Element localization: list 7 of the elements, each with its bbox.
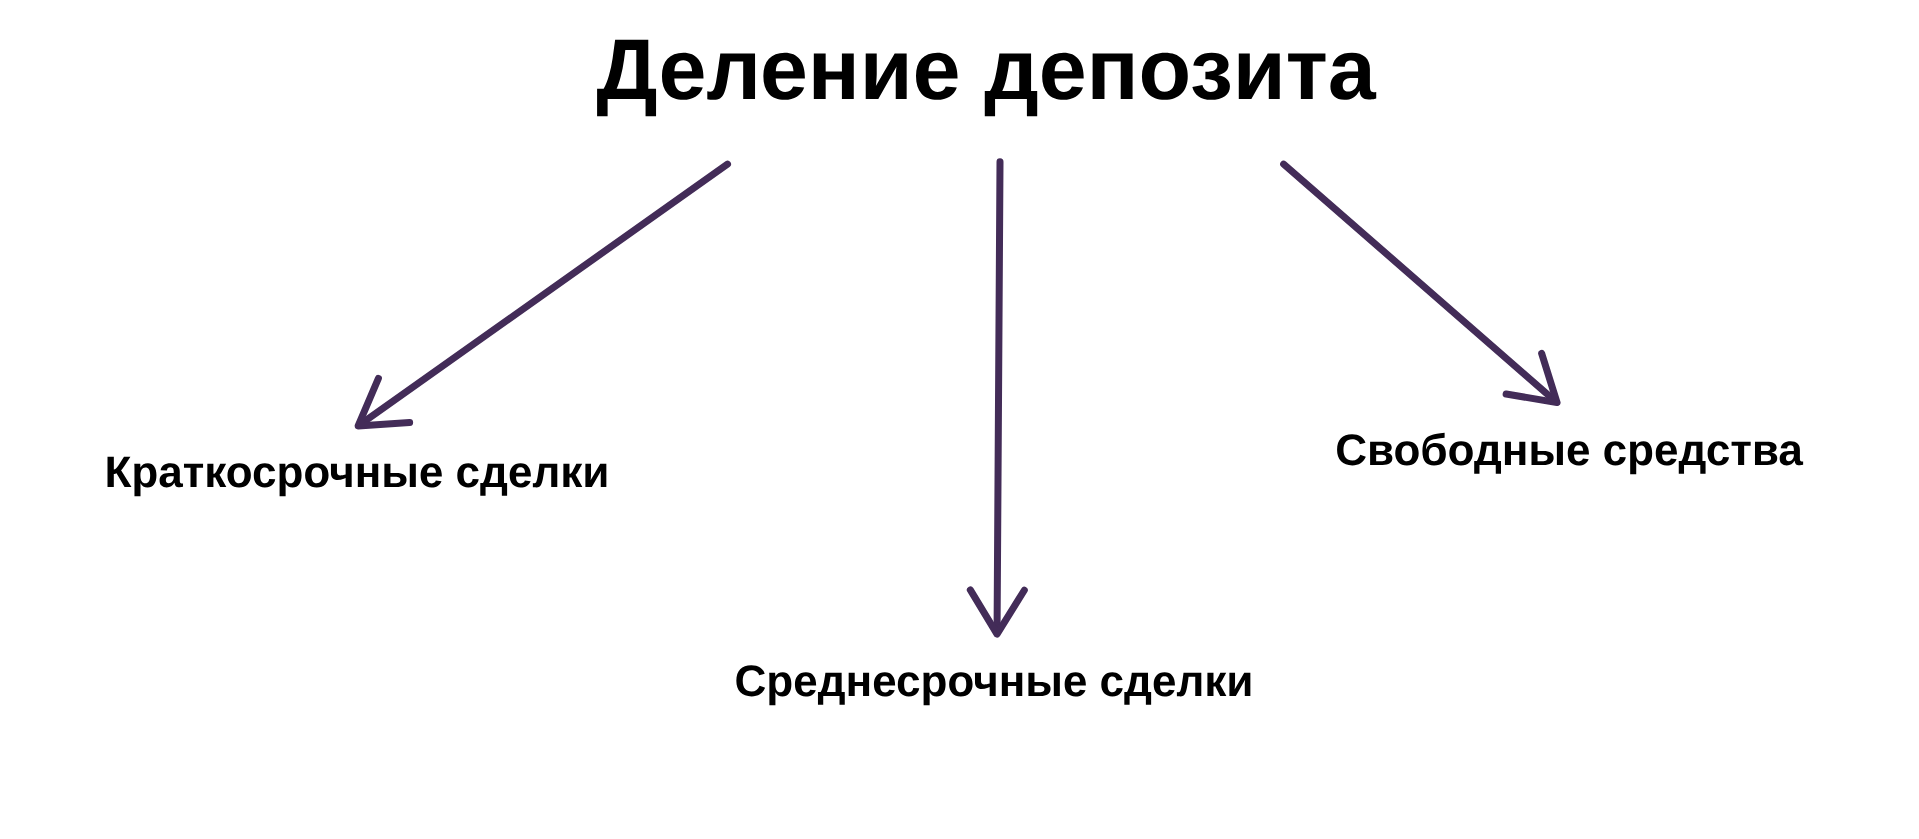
category-label: Краткосрочные сделки [107, 456, 607, 497]
arrow [1280, 160, 1561, 407]
title: Деление депозита [597, 39, 1377, 117]
category-label: Свободные средства [1337, 432, 1804, 475]
arrow [354, 160, 731, 430]
category-label: Среднесрочные сделки [736, 665, 1251, 706]
arrow [966, 158, 1028, 638]
